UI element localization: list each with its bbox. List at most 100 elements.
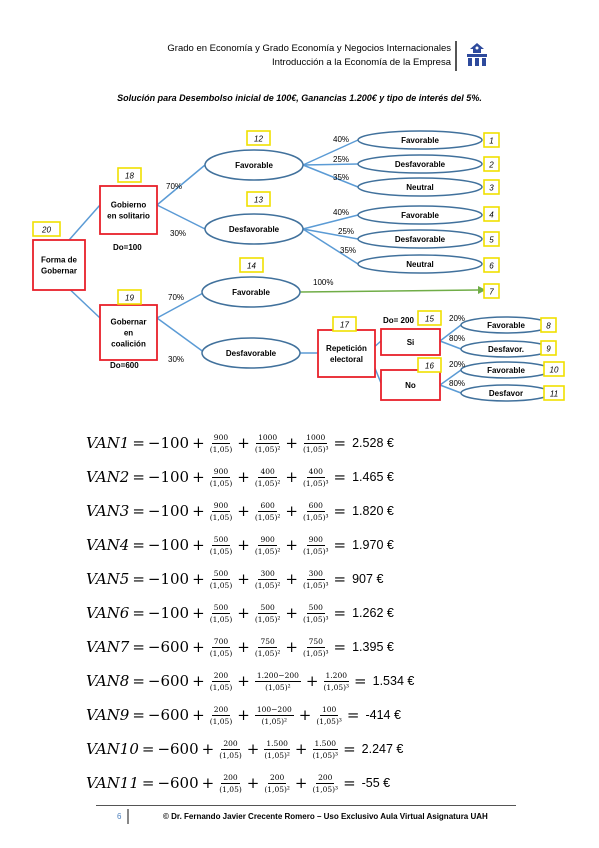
fraction-denominator: (1,05)³: [312, 784, 339, 794]
initial-outlay-value: −600: [147, 638, 190, 656]
cash-flow-fraction: 1.200−200(1,05)²: [254, 671, 301, 692]
decision-node-coa: [99, 304, 158, 361]
fraction-denominator: (1,05)²: [265, 682, 291, 692]
cash-flow-fraction: 200(1,05)²: [264, 773, 290, 794]
node-tag: 16: [425, 362, 434, 371]
chance-node-c13: [204, 213, 304, 245]
van-result: 2.528 €: [352, 436, 394, 450]
plus-sign: +: [192, 570, 205, 588]
plus-sign: +: [298, 706, 312, 724]
outcome-label: Neutral: [406, 260, 434, 269]
tree-branch: [302, 214, 359, 230]
branch-probability: 25%: [333, 155, 349, 164]
fraction-denominator: (1,05)²: [254, 546, 281, 556]
equals-sign: =: [333, 638, 347, 656]
fraction-denominator: (1,05)³: [302, 478, 329, 488]
cash-flow-fraction: 500(1,05): [210, 603, 233, 624]
outcome-label: Desfavor: [489, 389, 523, 398]
chance-node-label: Desfavorable: [226, 349, 277, 358]
fraction-numerator: 750: [258, 636, 277, 648]
fraction-denominator: (1,05)²: [254, 580, 281, 590]
page-number: 6: [117, 812, 122, 821]
equals-sign: =: [333, 536, 347, 554]
plus-sign: +: [285, 638, 298, 656]
plus-sign: +: [192, 502, 205, 520]
cash-flow-fraction: 500(1,05)²: [255, 603, 281, 624]
tree-branch: [302, 139, 359, 166]
chance-node-label: Favorable: [232, 288, 270, 297]
van-result: -414 €: [365, 708, 401, 722]
van-label: VAN1: [86, 434, 130, 452]
decision-node-label: electoral: [330, 355, 363, 364]
plus-sign: +: [285, 570, 298, 588]
chance-node-label: Favorable: [235, 161, 273, 170]
plus-sign: +: [237, 706, 250, 724]
fraction-denominator: (1,05): [209, 580, 233, 590]
cash-flow-fraction: 300(1,05)³: [303, 569, 329, 590]
plus-sign: +: [294, 740, 308, 758]
van-result: 1.970 €: [352, 538, 394, 552]
cash-flow-fraction: 900(1,05): [210, 467, 233, 488]
fraction-numerator: 1.500: [264, 738, 290, 750]
cash-flow-fraction: 900(1,05): [210, 501, 233, 522]
branch-probability: 100%: [313, 278, 333, 287]
tree-branch: [439, 369, 462, 386]
university-logo: [462, 40, 492, 70]
van-formula-row: VAN4=−100+500(1,05)+900(1,05)²+900(1,05)…: [86, 530, 394, 560]
tree-branch: [302, 164, 359, 188]
outcome-tag-box: [540, 317, 557, 333]
plus-sign: +: [192, 706, 205, 724]
decision-node-no: [380, 369, 441, 401]
van-result: 907 €: [352, 572, 384, 586]
plus-sign: +: [192, 672, 205, 690]
plus-sign: +: [305, 672, 319, 690]
fraction-denominator: (1,05)²: [261, 716, 288, 726]
outcome-tag: 5: [489, 236, 494, 245]
initial-outlay-value: −100: [147, 570, 190, 588]
node-tag: 20: [41, 226, 51, 235]
plus-sign: +: [285, 604, 298, 622]
fraction-denominator: (1,05)³: [316, 716, 342, 726]
initial-outlay-value: −600: [147, 706, 190, 724]
plus-sign: +: [192, 434, 205, 452]
fraction-numerator: 1000: [256, 432, 280, 444]
decision-node-sol: [99, 185, 158, 235]
header-degree: Grado en Economía y Grado Economía y Neg…: [167, 43, 451, 54]
initial-outlay-value: −100: [147, 468, 190, 486]
van-formula-row: VAN1=−100+900(1,05)+1000(1,05)²+1000(1,0…: [86, 428, 394, 458]
branch-probability: 40%: [333, 135, 349, 144]
chance-tag-box: [246, 191, 271, 207]
van-result: 1.395 €: [352, 640, 394, 654]
cash-flow-fraction: 300(1,05)²: [255, 569, 281, 590]
equals-sign: =: [354, 672, 367, 690]
decision-node-label: Repetición: [326, 344, 367, 353]
van-label: VAN3: [86, 502, 130, 520]
fraction-denominator: (1,05)³: [302, 648, 329, 658]
outcome-label: Favorable: [401, 136, 439, 145]
node-tag-box: [117, 167, 142, 183]
decision-node-label: Si: [407, 338, 415, 347]
fraction-numerator: 700: [211, 636, 231, 648]
cash-flow-fraction: 900(1,05): [210, 433, 233, 454]
van-result: 1.465 €: [352, 470, 394, 484]
node-tag-box: [332, 316, 357, 332]
plus-sign: +: [294, 774, 308, 792]
branch-probability: 20%: [449, 314, 465, 323]
node-tag-box: [417, 310, 442, 326]
fraction-denominator: (1,05): [209, 546, 233, 556]
decision-node-gob: [32, 239, 86, 291]
outcome-node: [357, 229, 483, 249]
cash-flow-fraction: 200(1,05): [219, 773, 242, 794]
equals-sign: =: [333, 604, 347, 622]
outcome-tag: 7: [489, 288, 494, 297]
fraction-denominator: (1,05): [219, 750, 242, 760]
cash-flow-fraction: 200(1,05): [210, 705, 233, 726]
branch-probability: 70%: [168, 293, 184, 302]
footer-divider: [96, 805, 516, 806]
node-tag: 17: [340, 321, 349, 330]
outcome-tag-box: [483, 179, 500, 195]
cash-flow-fraction: 100(1,05)³: [316, 705, 342, 726]
van-formula-row: VAN2=−100+900(1,05)+400(1,05)²+400(1,05)…: [86, 462, 394, 492]
tree-branch: [439, 324, 462, 342]
